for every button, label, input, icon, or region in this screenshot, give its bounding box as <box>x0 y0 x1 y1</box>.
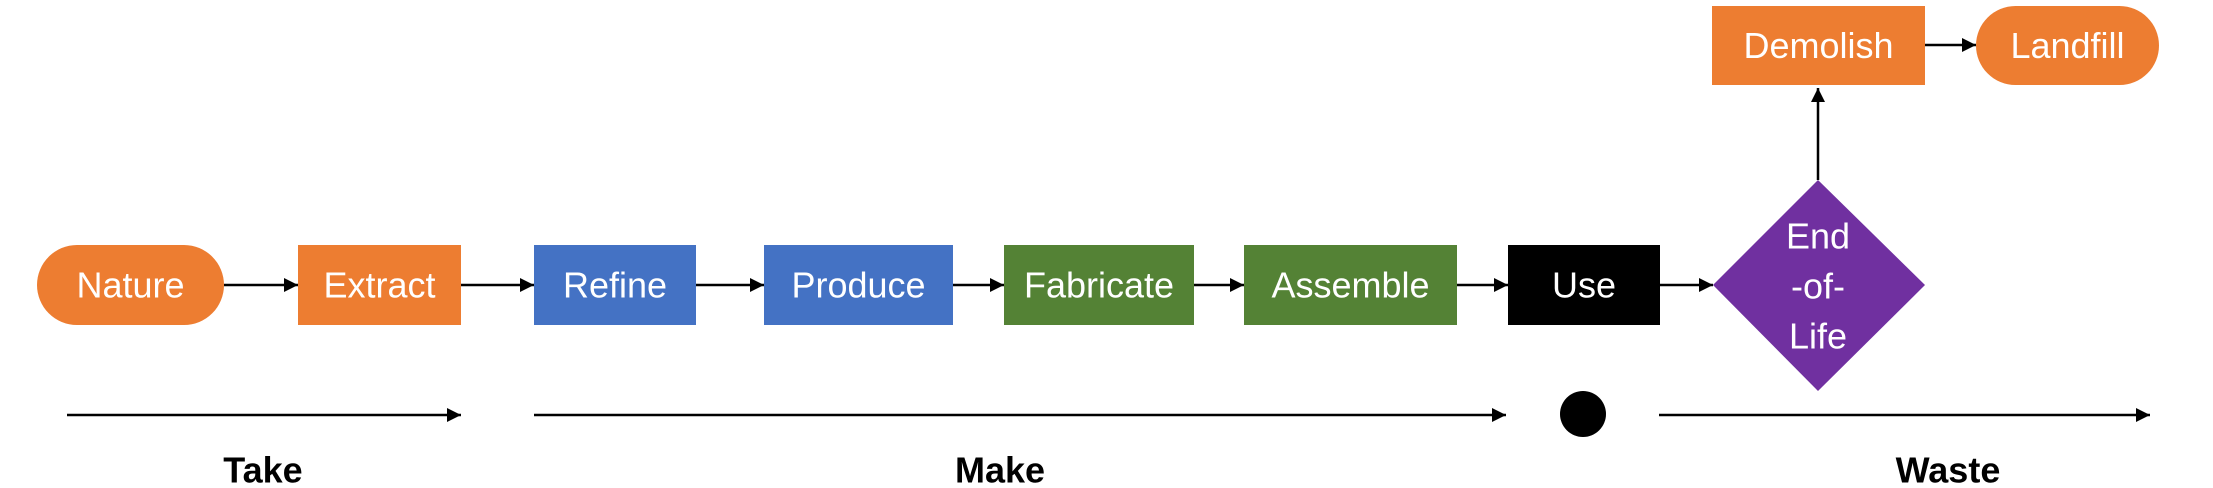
use-phase-dot <box>1560 391 1606 437</box>
node-demolish: Demolish <box>1712 6 1925 85</box>
refine-shape <box>534 245 696 325</box>
end-of-life-label-line1: End <box>1786 216 1850 257</box>
assemble-shape <box>1244 245 1457 325</box>
nature-shape <box>37 245 224 325</box>
produce-shape <box>764 245 953 325</box>
fabricate-shape <box>1004 245 1194 325</box>
demolish-shape <box>1712 6 1925 85</box>
demolish-label: Demolish <box>1743 25 1893 66</box>
landfill-label: Landfill <box>2010 25 2124 66</box>
use-shape <box>1508 245 1660 325</box>
phase-label-take: Take <box>223 450 302 488</box>
end-of-life-label-line3: Life <box>1789 316 1847 357</box>
node-landfill: Landfill <box>1976 6 2159 85</box>
node-assemble: Assemble <box>1244 245 1457 325</box>
node-refine: Refine <box>534 245 696 325</box>
node-extract: Extract <box>298 245 461 325</box>
phase-label-waste: Waste <box>1896 450 2001 488</box>
end-of-life-label-line2: -of- <box>1791 266 1845 307</box>
produce-label: Produce <box>791 265 925 306</box>
assemble-label: Assemble <box>1271 265 1429 306</box>
node-end-of-life: End -of- Life <box>1713 180 1925 391</box>
extract-label: Extract <box>323 265 435 306</box>
node-use: Use <box>1508 245 1660 325</box>
phase-label-make: Make <box>955 450 1045 488</box>
extract-shape <box>298 245 461 325</box>
refine-label: Refine <box>563 265 667 306</box>
nature-label: Nature <box>76 265 184 306</box>
end-of-life-diamond <box>1713 180 1925 391</box>
node-nature: Nature <box>37 245 224 325</box>
landfill-shape <box>1976 6 2159 85</box>
node-produce: Produce <box>764 245 953 325</box>
flow-connectors <box>224 38 1976 292</box>
fabricate-label: Fabricate <box>1024 265 1174 306</box>
node-fabricate: Fabricate <box>1004 245 1194 325</box>
use-label: Use <box>1552 265 1616 306</box>
